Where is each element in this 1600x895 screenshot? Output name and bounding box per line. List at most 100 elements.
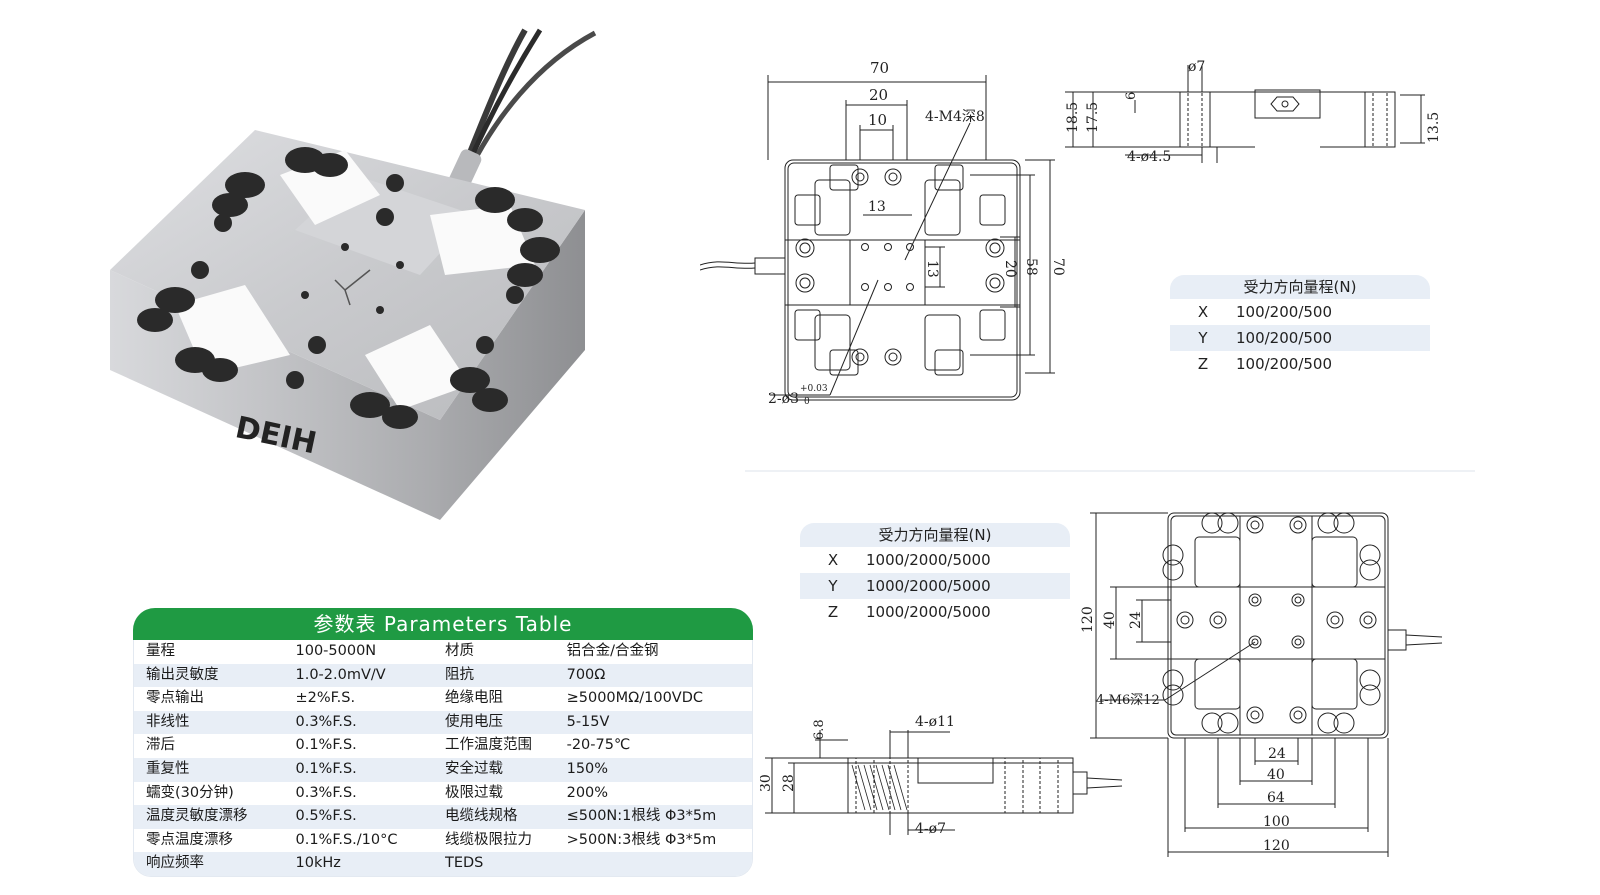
param-name: 滞后: [146, 737, 175, 754]
dim-6-8: 6.8: [812, 719, 827, 740]
dim-width-64: 64: [1267, 790, 1285, 806]
range-value: 100/200/500: [1236, 355, 1332, 373]
param-value: 700Ω: [566, 666, 606, 683]
range-value: 1000/2000/5000: [866, 603, 991, 621]
range-row: Z 1000/2000/5000: [800, 599, 1070, 625]
note-pin-tolerance-upper: +0.03: [800, 384, 828, 394]
param-value: 0.1%F.S./10°C: [295, 831, 398, 848]
param-value: 200%: [566, 784, 609, 801]
param-name: TEDS: [445, 855, 484, 872]
dim-height-20: 20: [1002, 260, 1018, 278]
param-name: 电缆线规格: [445, 808, 518, 825]
dim-width-20: 20: [869, 86, 888, 104]
note-side-top-holes: 4-ø11: [915, 714, 955, 730]
table-row: 零点输出 ±2%F.S. 绝缘电阻 ≥5000MΩ/100VDC: [134, 687, 752, 711]
param-name: 输出灵敏度: [146, 666, 219, 683]
dim-30: 30: [760, 774, 774, 792]
param-name: 零点输出: [146, 690, 204, 707]
dim-height-120: 120: [1080, 606, 1096, 633]
param-name: 极限过载: [445, 784, 503, 801]
note-m6-holes: 4-M6深12: [1096, 693, 1160, 708]
param-value: 0.3%F.S.: [295, 784, 357, 801]
param-name: 工作温度范围: [445, 737, 532, 754]
section-divider: [745, 470, 1475, 472]
param-name: 温度灵敏度漂移: [146, 808, 248, 825]
dim-height-58: 58: [1023, 258, 1039, 276]
dim-height-40: 40: [1102, 611, 1118, 629]
dim-height-13: 13: [924, 260, 940, 278]
param-value: >500N:3根线 Φ3*5m: [566, 831, 717, 848]
note-m4-holes: 4-M4深8: [925, 109, 985, 125]
range-axis: Z: [1197, 355, 1209, 373]
dim-height-70: 70: [1050, 258, 1066, 276]
param-name: 响应频率: [146, 855, 204, 872]
dim-width-100: 100: [1263, 814, 1290, 830]
drawing-large-side-view: 6.8 4-ø11 30 28 4-ø7: [760, 714, 1123, 837]
param-value: 5-15V: [566, 713, 610, 730]
dim-width-40: 40: [1267, 767, 1285, 783]
param-value: -20-75℃: [566, 737, 631, 754]
range-row: Z 100/200/500: [1170, 351, 1430, 377]
param-name: 线缆极限拉力: [445, 831, 532, 848]
parameters-table-title: 参数表 Parameters Table: [133, 608, 753, 640]
param-name: 重复性: [146, 760, 190, 777]
param-name: 量程: [146, 643, 175, 659]
dim-width-120: 120: [1263, 838, 1290, 854]
range-row: Y 1000/2000/5000: [800, 573, 1070, 599]
dim-6: 6: [1124, 92, 1139, 100]
param-value: ±2%F.S.: [295, 690, 356, 707]
note-side-holes: 4-ø4.5: [1127, 149, 1171, 165]
range-value: 100/200/500: [1236, 303, 1332, 321]
param-name: 绝缘电阻: [445, 690, 503, 707]
param-name: 使用电压: [445, 713, 503, 730]
table-row: 量程 100-5000N 材质 铝合金/合金钢: [134, 640, 752, 664]
dim-28: 28: [781, 774, 797, 792]
param-name: 非线性: [146, 713, 190, 730]
range-value: 1000/2000/5000: [866, 577, 991, 595]
table-row: 零点温度漂移 0.1%F.S./10°C 线缆极限拉力 >500N:3根线 Φ3*5m: [134, 829, 752, 853]
range-axis: Z: [827, 603, 839, 621]
range-table-small-title: 受力方向量程(N): [1170, 275, 1430, 299]
dim-18-5: 18.5: [1065, 102, 1081, 133]
param-value: 0.1%F.S.: [295, 737, 357, 754]
dim-width-70: 70: [870, 59, 889, 77]
param-value: ≤500N:1根线 Φ3*5m: [566, 808, 717, 825]
note-pin-holes: 2-ø3: [768, 391, 799, 407]
param-value: [567, 852, 752, 876]
param-name: 材质: [445, 643, 474, 659]
drawing-large-top-view: 120 40 24 4-M6深12 24 40 64 100 120: [1080, 512, 1443, 857]
param-value: 10kHz: [295, 855, 341, 872]
range-value: 100/200/500: [1236, 329, 1332, 347]
range-axis: X: [827, 551, 839, 569]
param-value: ≥5000MΩ/100VDC: [566, 690, 704, 707]
param-name: 安全过载: [445, 760, 503, 777]
dim-height-24: 24: [1128, 611, 1144, 629]
param-name: 阻抗: [445, 666, 474, 683]
note-side-bottom-holes: 4-ø7: [915, 821, 946, 837]
drawing-small-side-view: ø7 6 18.5 17.5 13.5 4-ø4.5: [1065, 59, 1442, 165]
dim-13-5: 13.5: [1426, 112, 1442, 143]
param-name: 零点温度漂移: [146, 831, 233, 848]
range-axis: Y: [828, 577, 838, 595]
param-value: 0.5%F.S.: [295, 808, 357, 825]
param-value: 100-5000N: [295, 643, 377, 659]
table-row: 温度灵敏度漂移 0.5%F.S. 电缆线规格 ≤500N:1根线 Φ3*5m: [134, 805, 752, 829]
product-photo: DEIH: [95, 25, 615, 535]
param-value: 150%: [566, 760, 609, 777]
param-value: 铝合金/合金钢: [566, 643, 659, 659]
table-row: 非线性 0.3%F.S. 使用电压 5-15V: [134, 710, 752, 735]
param-value: 0.3%F.S.: [295, 713, 357, 730]
table-row: 响应频率 10kHz TEDS: [134, 852, 752, 876]
dim-width-10: 10: [868, 111, 887, 129]
dim-d7: ø7: [1188, 59, 1205, 75]
dim-17-5: 17.5: [1085, 102, 1101, 133]
dim-width-24: 24: [1268, 746, 1286, 762]
